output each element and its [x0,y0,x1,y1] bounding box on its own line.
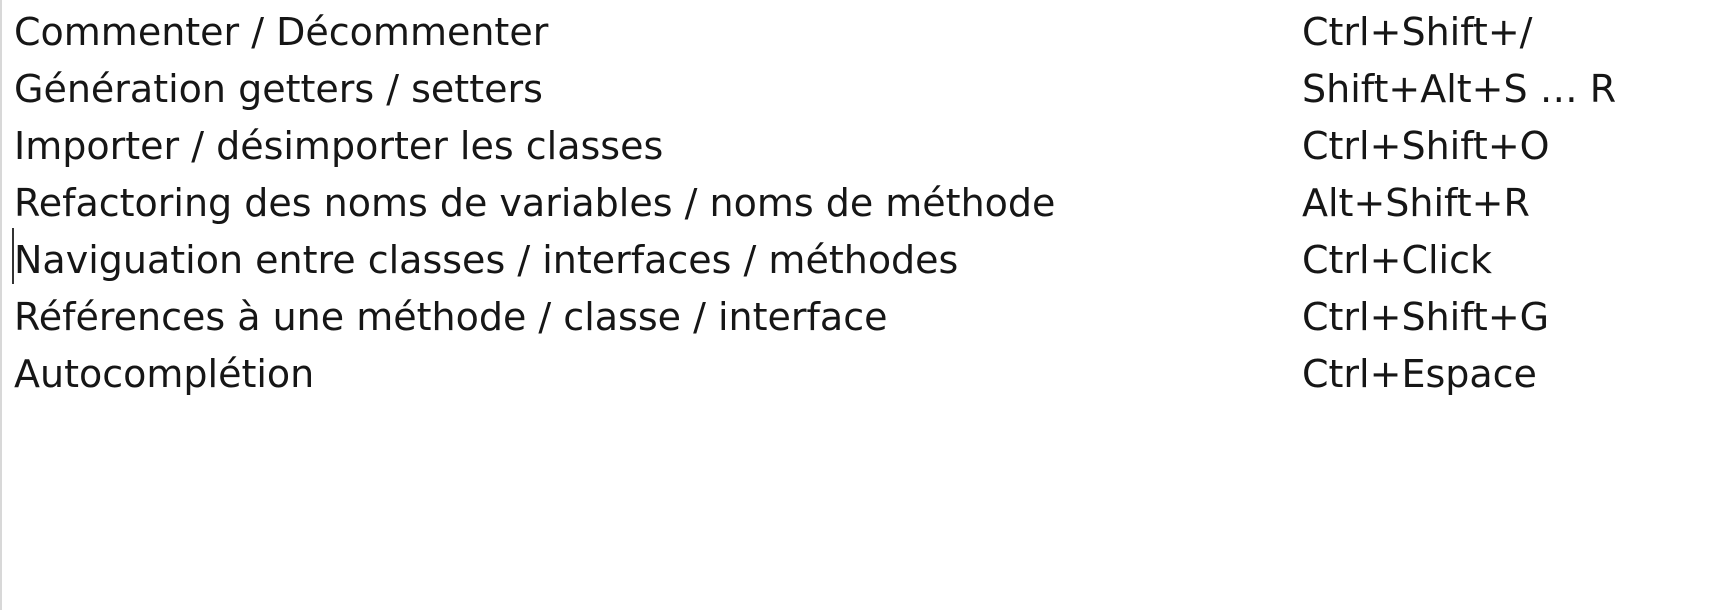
shortcut-keys: Shift+Alt+S … R [1302,67,1617,111]
shortcut-action: Génération getters / setters [14,67,543,111]
shortcut-keys: Ctrl+Shift+O [1302,124,1550,168]
text-cursor [12,228,14,284]
shortcut-action: Références à une méthode / classe / inte… [14,295,888,339]
shortcut-action: Autocomplétion [14,352,315,396]
shortcut-keys: Ctrl+Espace [1302,352,1537,396]
shortcut-row: Refactoring des noms de variables / noms… [14,175,1714,232]
shortcut-keys: Ctrl+Shift+/ [1302,10,1533,54]
shortcut-row: Autocomplétion Ctrl+Espace [14,346,1714,403]
shortcut-row: Références à une méthode / classe / inte… [14,289,1714,346]
shortcut-keys: Alt+Shift+R [1302,181,1530,225]
shortcut-row: Commenter / Décommenter Ctrl+Shift+/ [14,4,1714,61]
shortcut-row: Naviguation entre classes / interfaces /… [14,232,1714,289]
shortcut-action: Importer / désimporter les classes [14,124,664,168]
shortcut-action: Naviguation entre classes / interfaces /… [14,238,959,282]
shortcut-keys: Ctrl+Shift+G [1302,295,1550,339]
page-left-border [0,0,2,610]
shortcut-row: Importer / désimporter les classes Ctrl+… [14,118,1714,175]
shortcut-keys: Ctrl+Click [1302,238,1492,282]
shortcut-row: Génération getters / setters Shift+Alt+S… [14,61,1714,118]
shortcut-list: Commenter / Décommenter Ctrl+Shift+/ Gén… [14,4,1714,403]
shortcut-action: Commenter / Décommenter [14,10,549,54]
shortcut-action: Refactoring des noms de variables / noms… [14,181,1056,225]
